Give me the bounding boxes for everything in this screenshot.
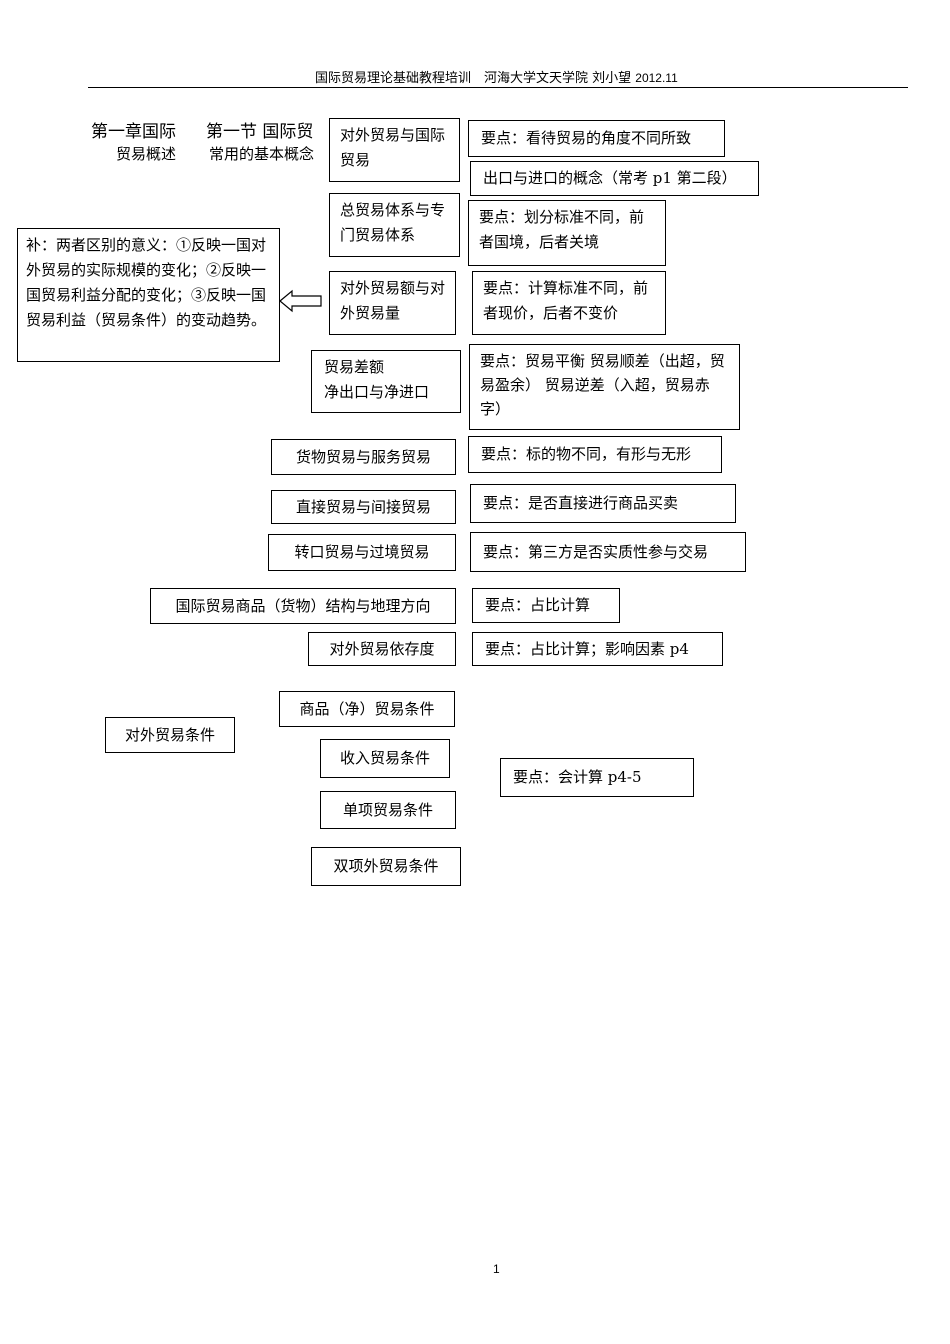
single-factoral-terms-of-trade: 单项贸易条件 — [320, 791, 456, 829]
concept-goods-vs-services-trade: 货物贸易与服务贸易 — [271, 439, 456, 475]
point-third-party: 要点：第三方是否实质性参与交易 — [470, 532, 746, 572]
point-share-calculation-factors: 要点：占比计算；影响因素 p4 — [472, 632, 723, 666]
point-perspective: 要点：看待贸易的角度不同所致 — [468, 120, 725, 157]
supplement-note: 补：两者区别的意义：①反映一国对外贸易的实际规模的变化；②反映一国贸易利益分配的… — [17, 228, 280, 362]
chapter-title-line2: 贸易概述 — [116, 145, 177, 163]
point-direct-trading: 要点：是否直接进行商品买卖 — [470, 484, 736, 523]
double-factoral-terms-of-trade: 双项外贸易条件 — [311, 847, 461, 886]
concept-entrepot-vs-transit-trade: 转口贸易与过境贸易 — [268, 534, 456, 571]
page-number: 1 — [493, 1262, 500, 1276]
concept-general-vs-special-trade-system: 总贸易体系与专门贸易体系 — [329, 193, 460, 257]
concept-direct-vs-indirect-trade: 直接贸易与间接贸易 — [271, 490, 456, 524]
point-trade-balance: 要点：贸易平衡 贸易顺差（出超，贸易盈余） 贸易逆差（入超，贸易赤字） — [469, 344, 740, 430]
point-share-calculation: 要点：占比计算 — [472, 588, 620, 623]
terms-of-trade-title: 对外贸易条件 — [105, 717, 235, 753]
concept-trade-balance-line1: 贸易差额 — [324, 358, 385, 376]
concept-trade-structure-and-direction: 国际贸易商品（货物）结构与地理方向 — [150, 588, 456, 624]
section-title-line2: 常用的基本概念 — [209, 145, 315, 163]
concept-trade-balance: 贸易差额 净出口与净进口 — [311, 350, 461, 413]
concept-foreign-vs-international-trade: 对外贸易与国际贸易 — [329, 118, 460, 182]
concept-trade-dependence: 对外贸易依存度 — [308, 632, 456, 666]
point-classification-standard: 要点：划分标准不同，前者国境，后者关境 — [468, 200, 666, 266]
concept-trade-balance-line2: 净出口与净进口 — [324, 383, 430, 401]
income-terms-of-trade: 收入贸易条件 — [320, 739, 450, 778]
header-text: 国际贸易理论基础教程培训 河海大学文天学院 刘小望 — [315, 71, 636, 86]
point-calculation-standard: 要点：计算标准不同，前者现价，后者不变价 — [472, 271, 666, 335]
hollow-left-arrow-icon — [279, 289, 322, 313]
point-export-import-concept: 出口与进口的概念（常考 p1 第二段） — [470, 161, 759, 196]
point-can-calculate: 要点：会计算 p4-5 — [500, 758, 694, 797]
header-rule — [88, 87, 908, 88]
point-tangible-intangible: 要点：标的物不同，有形与无形 — [468, 436, 722, 473]
section-title-line1: 第一节 国际贸 — [206, 122, 314, 142]
net-barter-terms-of-trade: 商品（净）贸易条件 — [279, 691, 455, 727]
chapter-title-line1: 第一章国际 — [91, 122, 176, 142]
header-year: 2012.11 — [635, 71, 678, 85]
page-header: 国际贸易理论基础教程培训 河海大学文天学院 刘小望 2012.11 — [315, 67, 678, 86]
concept-trade-value-vs-volume: 对外贸易额与对外贸易量 — [329, 271, 456, 335]
